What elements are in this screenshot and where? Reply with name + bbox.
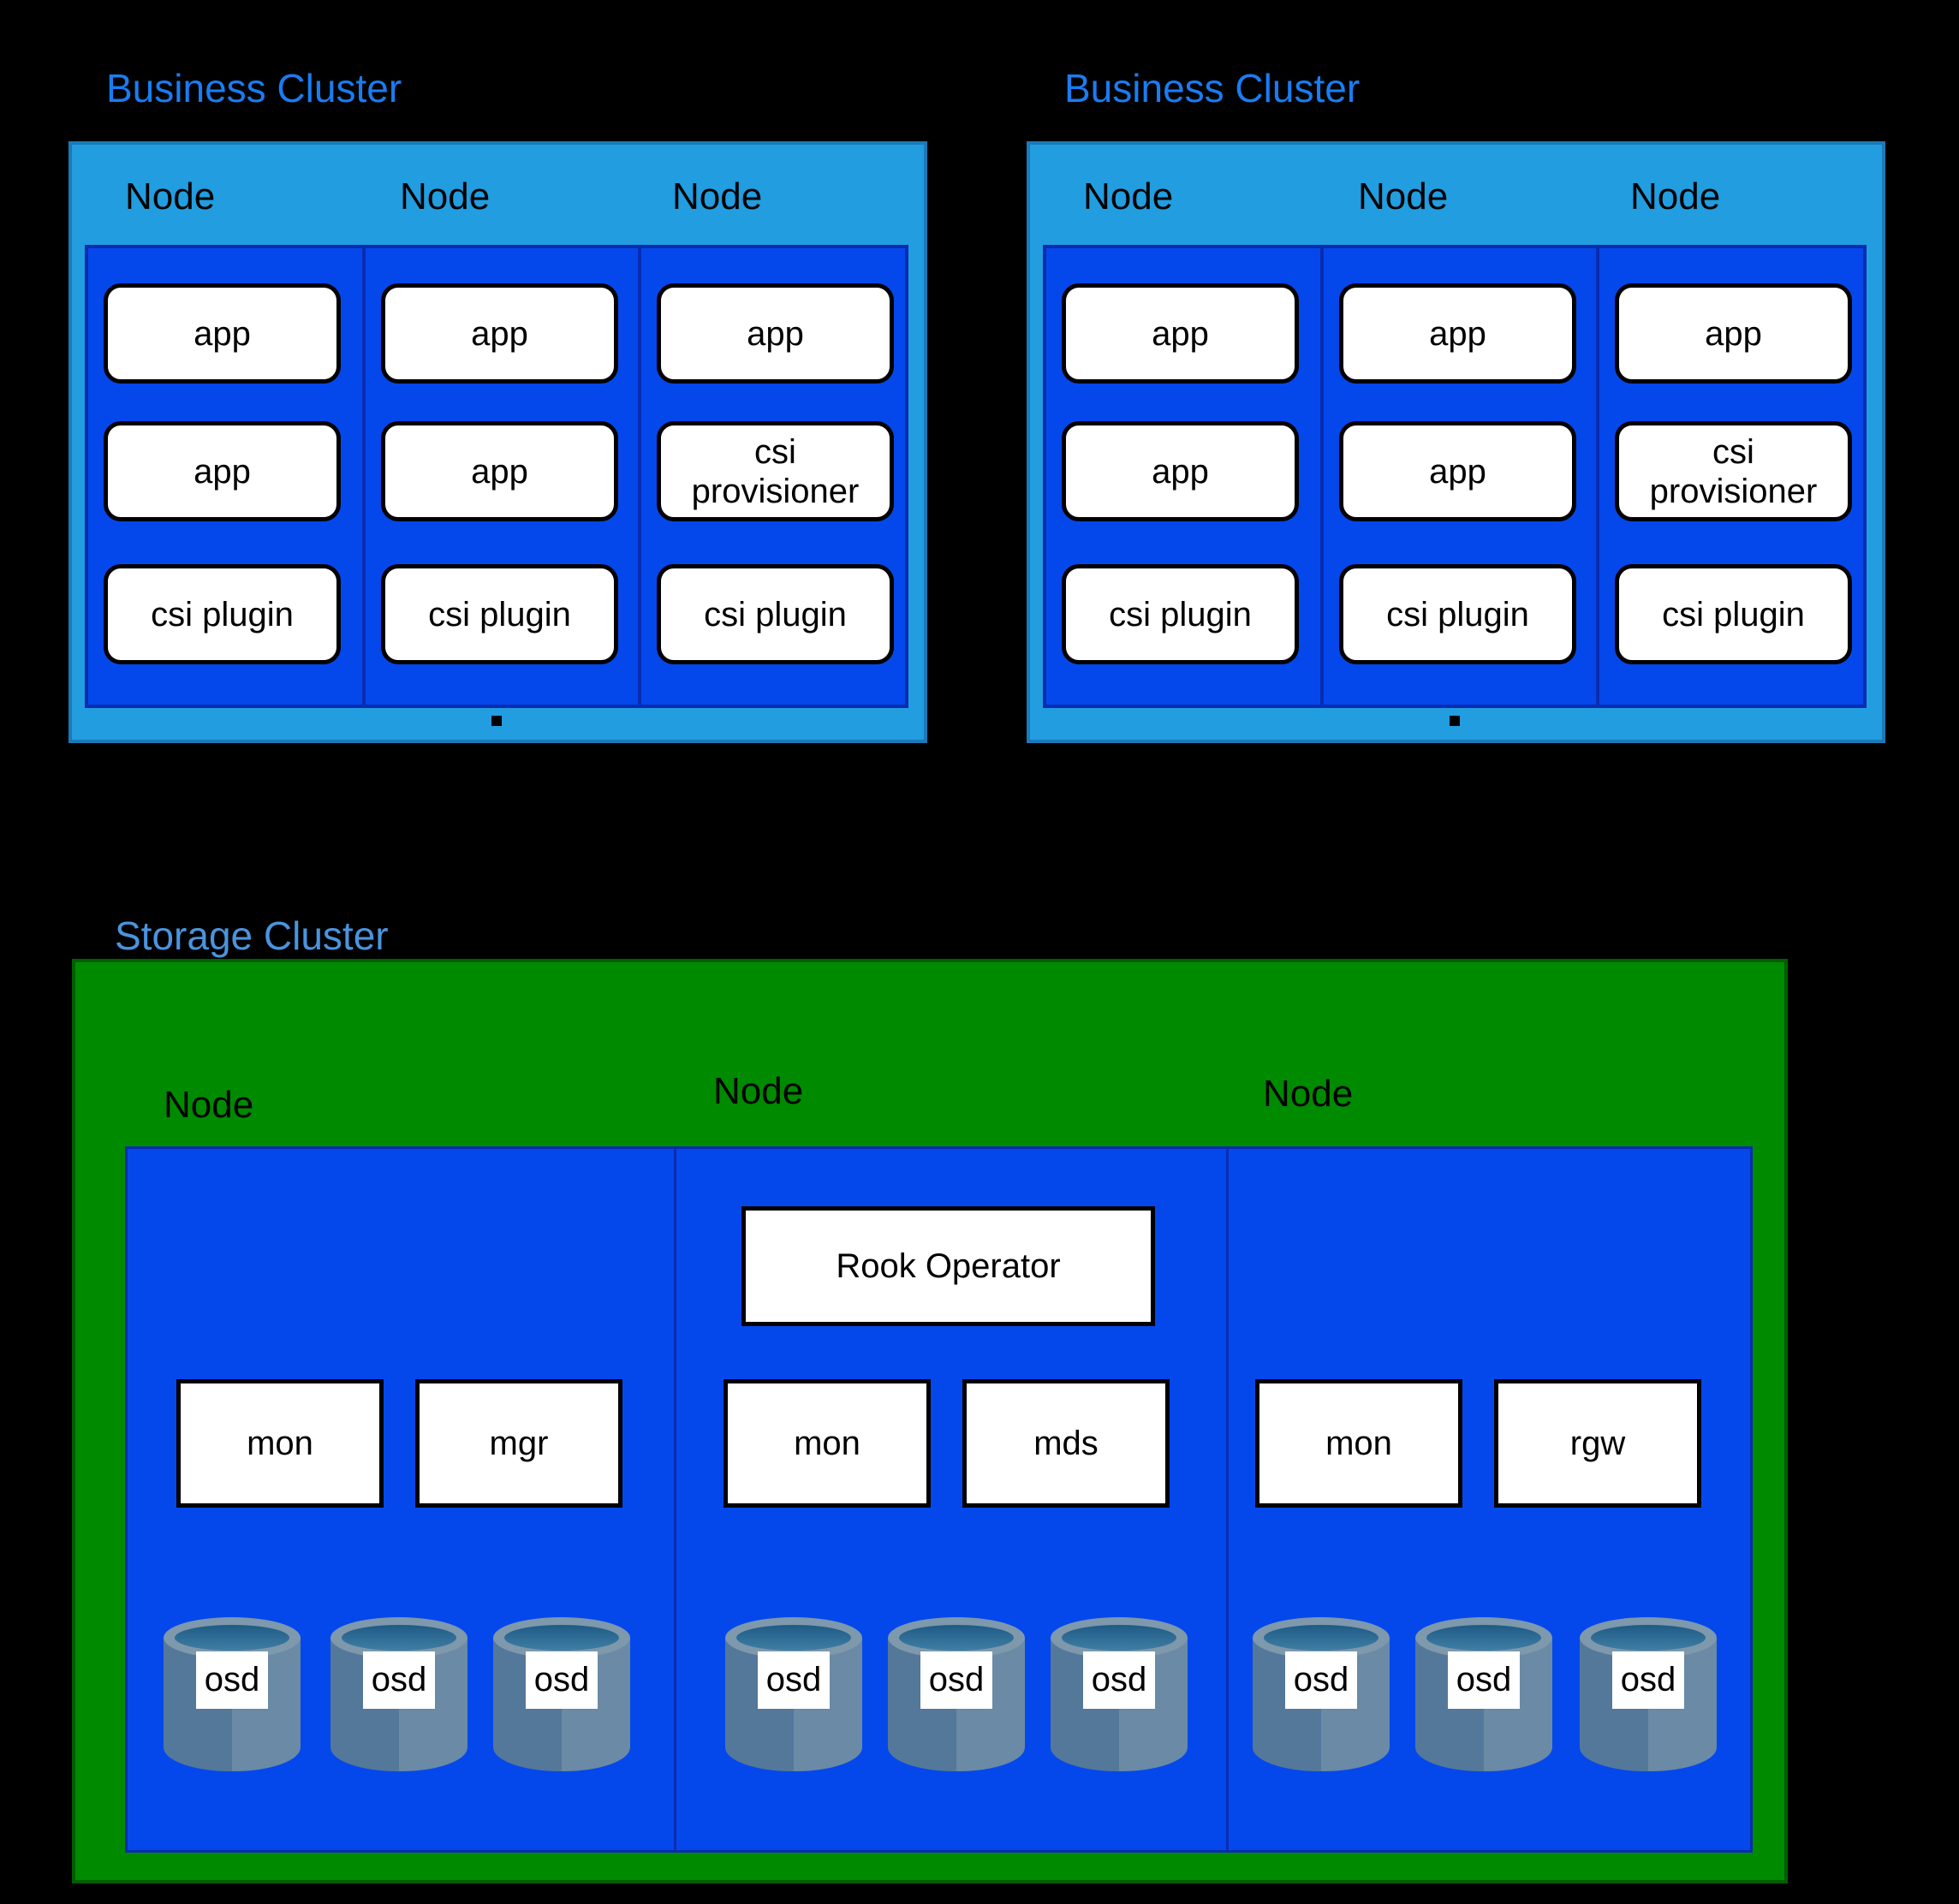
osd-label: osd <box>526 1651 598 1709</box>
node-column: app app csi plugin <box>88 248 359 705</box>
cylinder-hole <box>1591 1625 1706 1651</box>
osd-label: osd <box>196 1651 268 1709</box>
osd-cylinder: osd <box>164 1617 301 1771</box>
pod-csi-plugin: csi plugin <box>1062 564 1299 664</box>
rook-operator-box: Rook Operator <box>741 1206 1155 1326</box>
pod-csi-provisioner: csi provisioner <box>1615 421 1852 521</box>
service-mgr: mgr <box>415 1379 622 1508</box>
pod-csi-plugin: csi plugin <box>657 564 894 664</box>
osd-cylinder: osd <box>1580 1617 1717 1771</box>
node-label: Node <box>1358 176 1449 217</box>
node-label: Node <box>672 176 763 217</box>
osd-cylinder: osd <box>493 1617 630 1771</box>
osd-label: osd <box>1083 1651 1155 1709</box>
business-cluster: Node Node Node app app csi plugin app ap… <box>1027 141 1885 743</box>
cylinder-hole <box>504 1625 619 1651</box>
pod-app: app <box>381 421 618 521</box>
osd-label: osd <box>1612 1651 1684 1709</box>
node-separator <box>1596 248 1599 705</box>
business-cluster-title: Business Cluster <box>106 66 402 110</box>
storage-node-column: mon mgr osd osd <box>128 1149 674 1850</box>
osd-label: osd <box>363 1651 435 1709</box>
node-separator <box>362 248 366 705</box>
nodes-box: app app csi plugin app app csi plugin ap… <box>85 245 908 708</box>
pod-app: app <box>381 283 618 384</box>
pod-csi-plugin: csi plugin <box>1339 564 1576 664</box>
node-label: Node <box>713 1070 804 1112</box>
cylinder-hole <box>1264 1625 1378 1651</box>
cylinder-hole <box>175 1625 289 1651</box>
node-label: Node <box>1630 176 1721 217</box>
pod-csi-plugin: csi plugin <box>104 564 341 664</box>
cylinder-hole <box>1062 1625 1176 1651</box>
business-cluster: Node Node Node app app csi plugin app ap… <box>68 141 927 743</box>
osd-label: osd <box>758 1651 830 1709</box>
node-label: Node <box>125 176 216 217</box>
osd-cylinder: osd <box>1415 1617 1552 1771</box>
storage-nodes-box: mon mgr osd osd <box>125 1146 1753 1853</box>
osd-cylinder: osd <box>330 1617 467 1771</box>
storage-node-column: Rook Operator mon mds osd osd <box>676 1149 1226 1850</box>
node-column: app csi provisioner csi plugin <box>1599 248 1870 705</box>
node-label: Node <box>164 1084 254 1126</box>
service-mon: mon <box>176 1379 384 1508</box>
cylinder-hole <box>1426 1625 1541 1651</box>
node-column: app app csi plugin <box>1324 248 1594 705</box>
service-mon: mon <box>723 1379 931 1508</box>
cylinder-rim <box>1580 1617 1717 1658</box>
storage-node-column: mon rgw osd osd <box>1229 1149 1753 1850</box>
pod-app: app <box>1339 421 1576 521</box>
pod-csi-provisioner: csi provisioner <box>657 421 894 521</box>
node-separator <box>674 1149 676 1850</box>
storage-cluster: Node Node Node mon mgr osd <box>72 959 1788 1883</box>
pod-app: app <box>1062 283 1299 384</box>
node-column: app app csi plugin <box>1046 248 1317 705</box>
osd-cylinder: osd <box>1253 1617 1390 1771</box>
node-column: app app csi plugin <box>366 248 636 705</box>
osd-label: osd <box>920 1651 992 1709</box>
osd-cylinder: osd <box>1051 1617 1188 1771</box>
pod-csi-plugin: csi plugin <box>1615 564 1852 664</box>
cylinder-rim <box>1253 1617 1390 1658</box>
service-rgw: rgw <box>1494 1379 1701 1508</box>
storage-cluster-title: Storage Cluster <box>115 913 389 958</box>
connector-tick <box>491 716 502 726</box>
connector-tick <box>1450 716 1460 726</box>
pod-app: app <box>1615 283 1852 384</box>
node-column: app csi provisioner csi plugin <box>641 248 912 705</box>
service-mon: mon <box>1255 1379 1462 1508</box>
pod-app: app <box>104 421 341 521</box>
node-separator <box>638 248 641 705</box>
cylinder-hole <box>899 1625 1014 1651</box>
osd-label: osd <box>1285 1651 1357 1709</box>
cylinder-hole <box>342 1625 456 1651</box>
pod-app: app <box>1062 421 1299 521</box>
osd-cylinder: osd <box>725 1617 862 1771</box>
node-label: Node <box>1263 1073 1354 1115</box>
node-separator <box>1226 1149 1229 1850</box>
pod-csi-plugin: csi plugin <box>381 564 618 664</box>
cylinder-hole <box>736 1625 851 1651</box>
node-separator <box>1320 248 1324 705</box>
osd-cylinder: osd <box>888 1617 1025 1771</box>
node-label: Node <box>1083 176 1174 217</box>
service-mds: mds <box>962 1379 1170 1508</box>
nodes-box: app app csi plugin app app csi plugin ap… <box>1043 245 1867 708</box>
pod-app: app <box>104 283 341 384</box>
pod-app: app <box>1339 283 1576 384</box>
business-cluster-title: Business Cluster <box>1064 66 1361 110</box>
pod-app: app <box>657 283 894 384</box>
osd-label: osd <box>1448 1651 1520 1709</box>
node-label: Node <box>400 176 491 217</box>
cylinder-rim <box>725 1617 862 1658</box>
